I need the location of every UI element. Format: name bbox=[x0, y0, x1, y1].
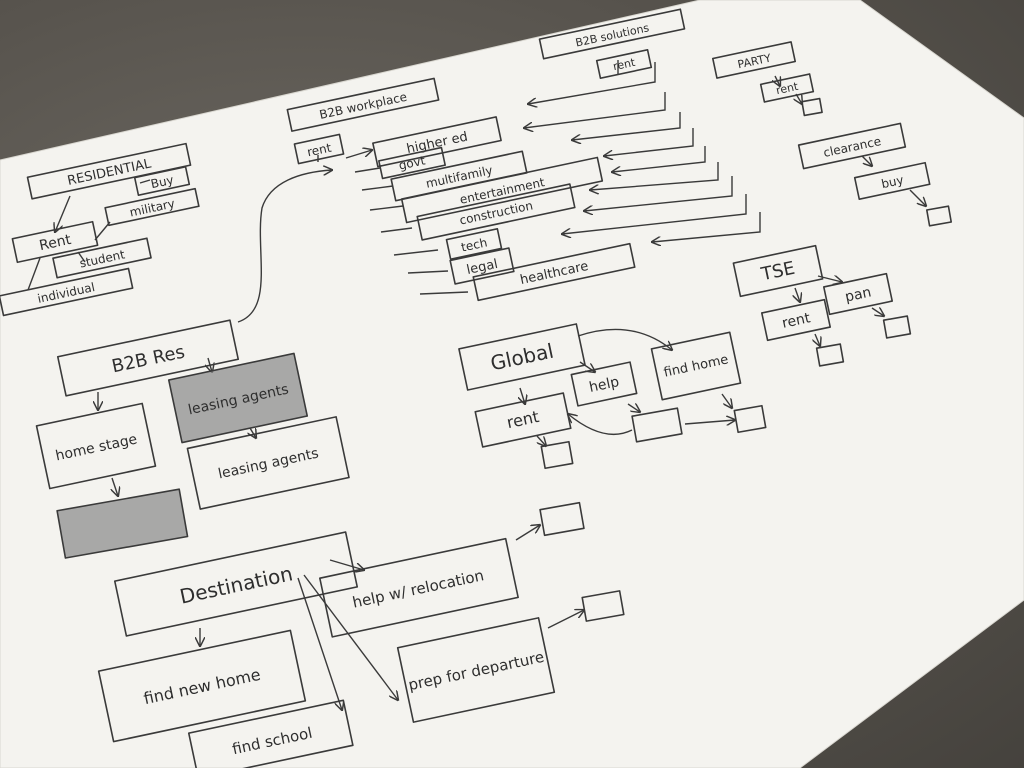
node-buy-clearance[interactable]: buy bbox=[853, 161, 931, 201]
leaf-square bbox=[882, 315, 912, 339]
leaf-square bbox=[581, 590, 625, 622]
connectors bbox=[27, 60, 926, 710]
node-rent-residential[interactable]: Rent bbox=[11, 220, 99, 264]
leaf-square bbox=[631, 407, 683, 443]
shaded-placeholder bbox=[56, 488, 189, 559]
node-label: buy bbox=[880, 173, 905, 191]
node-rent-solutions[interactable]: rent bbox=[595, 48, 653, 80]
node-leasing-agents-1[interactable]: leasing agents bbox=[167, 352, 309, 444]
node-buy[interactable]: Buy bbox=[133, 165, 191, 197]
node-label: rent bbox=[775, 80, 800, 98]
node-label: Rent bbox=[38, 232, 73, 254]
node-label: tech bbox=[460, 235, 489, 254]
node-pan[interactable]: pan bbox=[822, 272, 894, 316]
node-rent-tse[interactable]: rent bbox=[760, 298, 832, 342]
node-tech[interactable]: tech bbox=[445, 228, 503, 260]
node-label: rent bbox=[781, 310, 813, 332]
leaf-square bbox=[815, 343, 845, 367]
node-label: rent bbox=[306, 141, 333, 160]
leaf-square bbox=[539, 501, 585, 537]
node-label: rent bbox=[612, 56, 637, 74]
node-rent-party[interactable]: rent bbox=[759, 73, 815, 103]
node-label: govt bbox=[397, 153, 426, 172]
leaf-square bbox=[540, 440, 574, 470]
node-rent-workplace[interactable]: rent bbox=[293, 133, 345, 165]
node-label: Buy bbox=[150, 173, 175, 191]
leaf-square bbox=[925, 205, 953, 227]
node-label: help bbox=[588, 374, 621, 396]
leaf-placeholders bbox=[56, 97, 953, 622]
node-label: pan bbox=[844, 284, 873, 305]
node-govt[interactable]: govt bbox=[378, 146, 446, 180]
node-help-global[interactable]: help bbox=[570, 361, 638, 407]
leaf-square bbox=[733, 404, 767, 434]
leaf-square bbox=[801, 97, 823, 117]
